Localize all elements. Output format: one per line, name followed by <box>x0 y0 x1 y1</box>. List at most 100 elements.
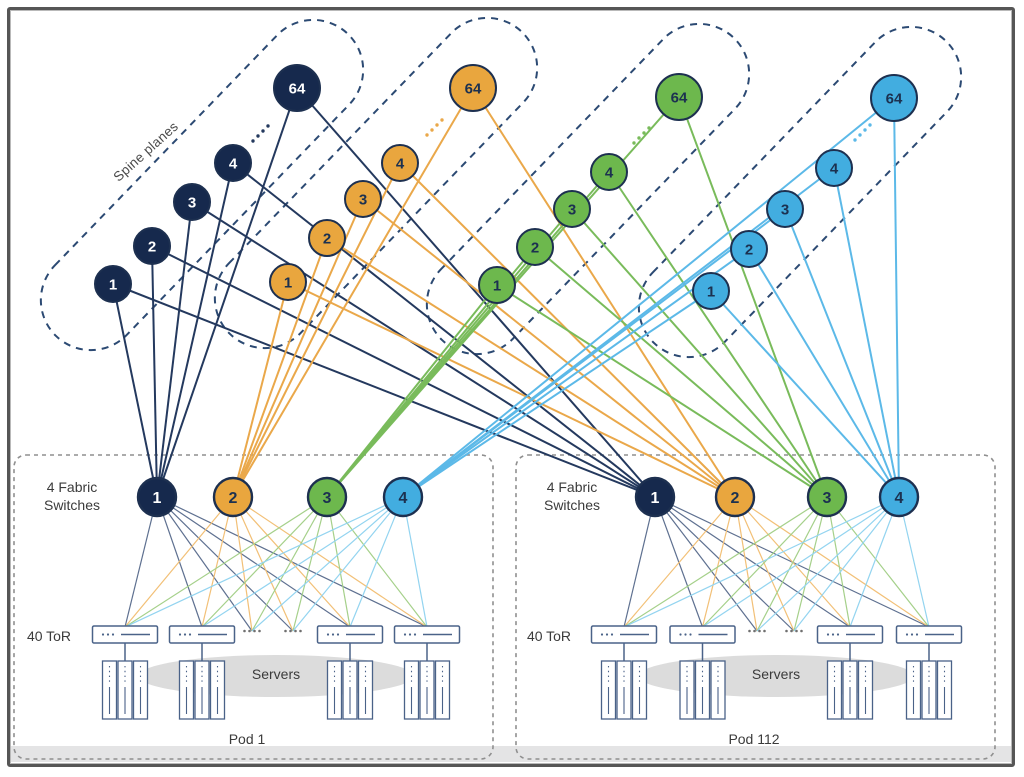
pod112-name-label: Pod 112 <box>728 731 780 747</box>
spine-node <box>173 183 211 221</box>
spine-ellipsis-dot <box>425 133 429 137</box>
hidden-tor-ellipsis-dot <box>748 629 751 633</box>
tor-dot <box>915 633 919 636</box>
tor-dot <box>106 633 110 636</box>
spine-node <box>133 227 171 265</box>
spine-ellipsis-dot <box>637 136 641 140</box>
tor-dot <box>684 633 687 636</box>
hidden-tor-ellipsis-dot <box>289 629 292 633</box>
spine-ellipsis-dot <box>642 131 646 135</box>
spine-node <box>273 64 321 112</box>
fabric-switch-label: 1 <box>153 490 162 507</box>
fabric-switch-label: 3 <box>323 490 332 507</box>
spine-node <box>590 153 628 191</box>
spine-plane-capsule <box>39 18 365 352</box>
spine-plane-capsule <box>637 25 963 359</box>
tor-dot <box>689 633 692 636</box>
tor-dot <box>600 633 604 636</box>
hidden-tor-ellipsis-dot <box>258 629 261 633</box>
spine-node <box>692 272 730 310</box>
spine-node-label: 1 <box>707 283 715 300</box>
spine-node <box>269 263 307 301</box>
spine-to-fabric-links <box>112 87 900 498</box>
spine-node-label: 1 <box>109 276 117 293</box>
spine-node-label: 3 <box>781 201 789 218</box>
fabric-switch-label: 4 <box>895 490 904 507</box>
hidden-tor-ellipsis-dot <box>790 629 793 633</box>
fabric-switch-node <box>136 476 178 518</box>
hidden-tor-ellipsis-dot <box>248 629 251 633</box>
fabric-switch-label: 2 <box>731 490 740 507</box>
spine-plane-capsule <box>213 16 539 350</box>
tor-dot <box>403 633 407 636</box>
hidden-tor-ellipsis-dot <box>243 629 246 633</box>
fabric-switch-label: 3 <box>823 490 832 507</box>
spine-node <box>766 190 804 228</box>
pod112-servers-label: Servers <box>751 666 801 682</box>
spine-node-label: 2 <box>148 238 156 255</box>
spine-ellipsis-dot <box>853 138 857 142</box>
tor-dot <box>183 633 187 636</box>
spine-node-label: 2 <box>745 241 753 258</box>
spine-ellipsis-dot <box>863 128 867 132</box>
hidden-tor-ellipsis-dot <box>785 629 788 633</box>
pod1-tor-label: 40 ToR <box>26 628 72 644</box>
spine-node-label: 3 <box>568 201 576 218</box>
spine-ellipsis-dot <box>430 128 434 132</box>
tor-dot <box>413 633 417 636</box>
tor-dot <box>101 633 105 636</box>
tor-and-racks <box>91 625 963 720</box>
spine-node-label: 4 <box>396 155 405 172</box>
tor-dot <box>188 633 192 636</box>
fabric-switch-label: 2 <box>229 490 238 507</box>
pod112-fabric-switches-label: 4 Fabric Switches <box>543 479 601 514</box>
hidden-tor-ellipsis-dot <box>758 629 761 633</box>
spine-node <box>344 180 382 218</box>
hidden-tor-ellipsis-dot <box>299 629 302 633</box>
spine-node-label: 3 <box>188 194 196 211</box>
spine-node <box>478 266 516 304</box>
spine-ellipsis-dot <box>251 139 255 143</box>
spine-node-label: 4 <box>605 164 614 181</box>
tor-dot <box>910 633 914 636</box>
spine-node <box>94 265 132 303</box>
spine-node <box>553 190 591 228</box>
hidden-tor-ellipsis-dot <box>284 629 287 633</box>
spine-ellipsis-dot <box>632 141 636 145</box>
spine-node <box>449 64 497 112</box>
tor-dot <box>408 633 412 636</box>
spine-ellipsis-dot <box>256 134 260 138</box>
spine-plane-capsules <box>39 16 963 359</box>
spine-node <box>730 230 768 268</box>
tor-dot <box>331 633 335 636</box>
pod1-name-label: Pod 1 <box>228 731 266 747</box>
spine-ellipsis-dot <box>868 123 872 127</box>
spine-node <box>870 74 918 122</box>
tor-dot <box>905 633 909 636</box>
tor-dot <box>679 633 682 636</box>
spine-node <box>655 73 703 121</box>
hidden-tor-ellipsis-dot <box>763 629 766 633</box>
fabric-switch-label: 1 <box>651 490 660 507</box>
spine-node-label: 3 <box>359 191 367 208</box>
tor-dot <box>336 633 340 636</box>
spine-node <box>308 219 346 257</box>
pod1-servers-label: Servers <box>251 666 301 682</box>
tor-dot <box>826 633 830 636</box>
spine-ellipsis-dot <box>261 129 265 133</box>
fabric-switch-node <box>878 476 920 518</box>
hidden-tor-ellipsis-dot <box>253 629 256 633</box>
tor-dot <box>836 633 840 636</box>
tor-dot <box>326 633 330 636</box>
spine-ellipsis-dot <box>858 133 862 137</box>
pod1-fabric-switches-label: 4 Fabric Switches <box>43 479 101 514</box>
fabric-switch-node <box>382 476 424 518</box>
fabric-switch-node <box>212 476 254 518</box>
spine-node-label: 4 <box>229 155 238 172</box>
fabric-switch-node <box>714 476 756 518</box>
tor-dot <box>831 633 835 636</box>
hidden-tor-ellipsis-dot <box>795 629 798 633</box>
